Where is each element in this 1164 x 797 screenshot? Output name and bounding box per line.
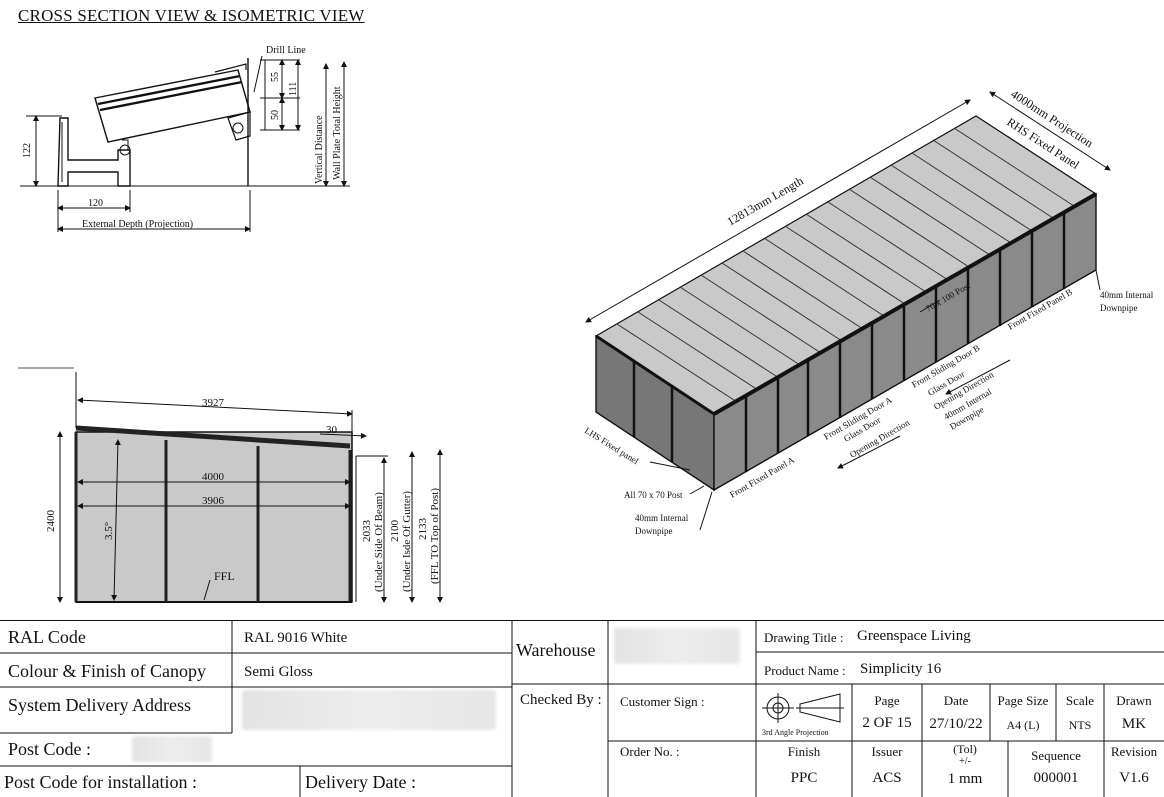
iso-downpipe-right-2: Downpipe (1100, 303, 1138, 313)
date-label: Date (943, 693, 969, 708)
delivery-address-label: System Delivery Address (8, 695, 191, 715)
checked-by-label: Checked By : (520, 692, 602, 708)
tolerance-value: 1 mm (947, 771, 983, 787)
warehouse-redacted (614, 628, 740, 664)
colour-finish-label: Colour & Finish of Canopy (8, 661, 207, 681)
dim-30: 30 (326, 424, 338, 436)
isometric-view (585, 91, 1111, 531)
colour-finish-value: Semi Gloss (244, 664, 313, 680)
delivery-address-redacted (242, 690, 496, 730)
sequence-value: 000001 (1033, 770, 1079, 786)
drawing-title-label: Drawing Title : (764, 630, 844, 645)
dim-111: 111 (288, 82, 299, 96)
side-view (18, 367, 443, 603)
finish-label: Finish (787, 744, 821, 759)
iso-downpipe-left-1: 40mm Internal (635, 513, 689, 523)
dim-50: 50 (270, 110, 281, 120)
dim-2400: 2400 (45, 510, 57, 533)
iso-downpipe-right-1: 40mm Internal (1100, 290, 1154, 300)
issuer-value: ACS (872, 770, 902, 786)
product-name-value: Simplicity 16 (860, 661, 942, 677)
ffl-label: FFL (214, 569, 235, 583)
dim-122: 122 (22, 143, 33, 158)
dim-2133: 2133 (417, 518, 429, 541)
issuer-label: Issuer (871, 744, 903, 759)
scale-label: Scale (1065, 693, 1095, 708)
dim-120: 120 (88, 198, 103, 209)
page-size-value: A4 (L) (1006, 718, 1040, 732)
warehouse-label: Warehouse (516, 640, 596, 660)
page-label: Page (874, 693, 900, 708)
wall-plate-height-label: Wall Plate Total Height (332, 86, 343, 180)
drawn-label: Drawn (1116, 693, 1152, 708)
post-code-label: Post Code : (8, 739, 92, 759)
third-angle-projection-symbol (762, 693, 844, 723)
dim-3927: 3927 (202, 397, 225, 409)
title-block-grid (0, 620, 1164, 797)
revision-value: V1.6 (1119, 770, 1149, 786)
revision-label: Revision (1110, 744, 1158, 759)
customer-sign-label: Customer Sign : (620, 694, 705, 709)
dim-3906: 3906 (202, 495, 225, 507)
title-block: RAL Code RAL 9016 White Colour & Finish … (0, 620, 1164, 797)
dim-4000: 4000 (202, 471, 225, 483)
cross-section-view (20, 55, 350, 232)
dim-55: 55 (270, 72, 281, 82)
drawn-value: MK (1121, 716, 1147, 732)
ffl-top-post-label: (FFL TO Top of Post) (429, 488, 441, 584)
drill-line-label: Drill Line (266, 45, 306, 56)
iso-all-posts-label: All 70 x 70 Post (624, 490, 683, 500)
pitch-angle: 3.5° (103, 522, 115, 540)
post-code-install-label: Post Code for installation : (4, 772, 197, 792)
ral-code-value: RAL 9016 White (244, 630, 348, 646)
dim-2033: 2033 (361, 520, 373, 543)
iso-length-label: 12813mm Length (725, 174, 806, 229)
scale-value: NTS (1068, 718, 1092, 732)
delivery-date-label: Delivery Date : (305, 772, 416, 792)
drawing-area: Drill Line 55 111 50 Vertical Distance W… (18, 45, 1154, 603)
ral-code-label: RAL Code (8, 627, 86, 647)
sequence-label: Sequence (1031, 748, 1081, 763)
external-depth-label: External Depth (Projection) (82, 219, 193, 230)
order-no-label: Order No. : (620, 744, 680, 759)
post-code-redacted (132, 736, 212, 762)
drawing-heading: CROSS SECTION VIEW & ISOMETRIC VIEW (18, 6, 365, 25)
page-size-label: Page Size (997, 693, 1049, 708)
product-name-label: Product Name : (764, 663, 846, 678)
tolerance-sub: +/- (959, 756, 971, 767)
tolerance-label: (Tol) (953, 742, 977, 756)
drawing-title-value: Greenspace Living (857, 628, 971, 644)
under-beam-label: (Under Side Of Beam) (373, 492, 385, 592)
under-gutter-label: (Under Isde Of Gutter) (401, 491, 413, 592)
finish-value: PPC (790, 770, 818, 786)
page-value: 2 OF 15 (862, 715, 912, 731)
dim-2100: 2100 (389, 520, 401, 543)
vertical-distance-label: Vertical Distance (314, 115, 325, 184)
iso-downpipe-left-2: Downpipe (635, 526, 673, 536)
date-value: 27/10/22 (929, 716, 983, 732)
projection-label: 3rd Angle Projection (762, 728, 829, 737)
